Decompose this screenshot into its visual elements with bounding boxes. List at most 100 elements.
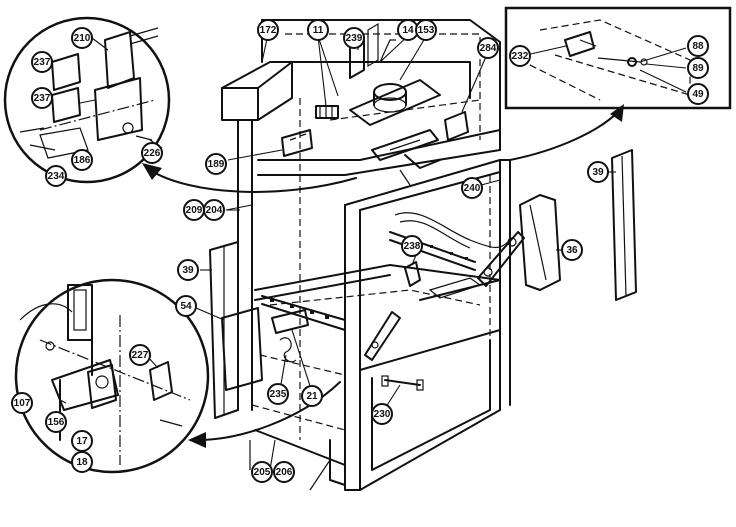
callout-circle — [371, 403, 393, 425]
callout-circle — [71, 27, 93, 49]
callout-label: 227 — [132, 350, 149, 361]
callout-label: 234 — [48, 171, 65, 182]
callout-circle — [687, 57, 709, 79]
callout-label: 156 — [48, 417, 65, 428]
part-callouts: 172 11 239 14 153 284 210 237 237 186 226 234 189 209… — [11, 19, 709, 483]
callout-172: 172 — [257, 19, 279, 41]
callout-156: 156 — [45, 411, 67, 433]
callout-label: 49 — [692, 89, 704, 100]
callout-circle — [401, 235, 423, 257]
callout-label: 205 — [254, 467, 271, 478]
callout-234: 234 — [45, 165, 67, 187]
callout-label: 206 — [276, 467, 293, 478]
callout-206: 206 — [273, 461, 295, 483]
callout-18: 18 — [71, 451, 93, 473]
callout-circle — [31, 87, 53, 109]
callout-237: 237 — [31, 87, 53, 109]
callout-232: 232 — [509, 45, 531, 67]
callout-circle — [45, 165, 67, 187]
callout-circle — [509, 45, 531, 67]
callout-circle — [461, 177, 483, 199]
callout-circle — [343, 27, 365, 49]
callout-107: 107 — [11, 392, 33, 414]
callout-label: 39 — [592, 167, 604, 178]
callout-circle — [141, 142, 163, 164]
callout-54: 54 — [175, 295, 197, 317]
callout-circle — [31, 51, 53, 73]
callout-11: 11 — [307, 19, 329, 41]
callout-label: 237 — [34, 57, 51, 68]
callout-label: 18 — [76, 457, 88, 468]
callout-209: 209 — [183, 199, 205, 221]
callout-153: 153 — [415, 19, 437, 41]
callout-label: 230 — [374, 409, 391, 420]
callout-88: 88 — [687, 35, 709, 57]
callout-circle — [175, 295, 197, 317]
callout-label: 210 — [74, 33, 91, 44]
callout-circle — [71, 451, 93, 473]
callout-226: 226 — [141, 142, 163, 164]
callout-label: 54 — [180, 301, 192, 312]
callout-label: 172 — [260, 25, 277, 36]
callout-label: 107 — [14, 398, 31, 409]
callout-label: 284 — [480, 43, 497, 54]
callout-label: 226 — [144, 148, 161, 159]
callout-circle — [11, 392, 33, 414]
callout-238: 238 — [401, 235, 423, 257]
callout-label: 39 — [182, 265, 194, 276]
callout-circle — [301, 385, 323, 407]
callout-label: 17 — [76, 436, 88, 447]
callout-circle — [129, 344, 151, 366]
callout-89: 89 — [687, 57, 709, 79]
callout-circle — [177, 259, 199, 281]
callout-230: 230 — [371, 403, 393, 425]
callout-label: 204 — [206, 205, 223, 216]
callout-189: 189 — [205, 153, 227, 175]
callout-label: 237 — [34, 93, 51, 104]
callout-circle — [415, 19, 437, 41]
callout-circle — [71, 149, 93, 171]
callout-36: 36 — [561, 239, 583, 261]
callout-circle — [687, 35, 709, 57]
callout-circle — [687, 83, 709, 105]
callout-circle — [273, 461, 295, 483]
callout-label: 235 — [270, 389, 287, 400]
callout-label: 14 — [402, 25, 414, 36]
callout-circle — [203, 199, 225, 221]
callout-circle — [251, 461, 273, 483]
callout-227: 227 — [129, 344, 151, 366]
callout-label: 238 — [404, 241, 421, 252]
callout-circle — [587, 161, 609, 183]
callout-circle — [257, 19, 279, 41]
callout-14: 14 — [397, 19, 419, 41]
callout-237: 237 — [31, 51, 53, 73]
callout-circle — [561, 239, 583, 261]
callout-label: 11 — [313, 25, 324, 36]
callout-186: 186 — [71, 149, 93, 171]
callout-label: 186 — [74, 155, 91, 166]
callout-circle — [307, 19, 329, 41]
detail-arrows — [142, 104, 624, 448]
callout-39: 39 — [177, 259, 199, 281]
side-trim-panels — [519, 149, 637, 301]
callout-label: 36 — [566, 245, 578, 256]
callout-label: 232 — [512, 51, 529, 62]
cabinet-assembly — [209, 19, 525, 491]
callout-49: 49 — [687, 83, 709, 105]
callout-label: 21 — [306, 391, 318, 402]
callout-235: 235 — [267, 383, 289, 405]
callout-240: 240 — [461, 177, 483, 199]
callout-label: 153 — [418, 25, 435, 36]
callout-210: 210 — [71, 27, 93, 49]
callout-label: 88 — [692, 41, 704, 52]
callout-label: 239 — [346, 33, 363, 44]
callout-205: 205 — [251, 461, 273, 483]
callout-label: 89 — [692, 63, 704, 74]
callout-label: 209 — [186, 205, 203, 216]
callout-239: 239 — [343, 27, 365, 49]
callout-label: 240 — [464, 183, 481, 194]
callout-circle — [45, 411, 67, 433]
callout-label: 189 — [208, 159, 225, 170]
callout-17: 17 — [71, 430, 93, 452]
